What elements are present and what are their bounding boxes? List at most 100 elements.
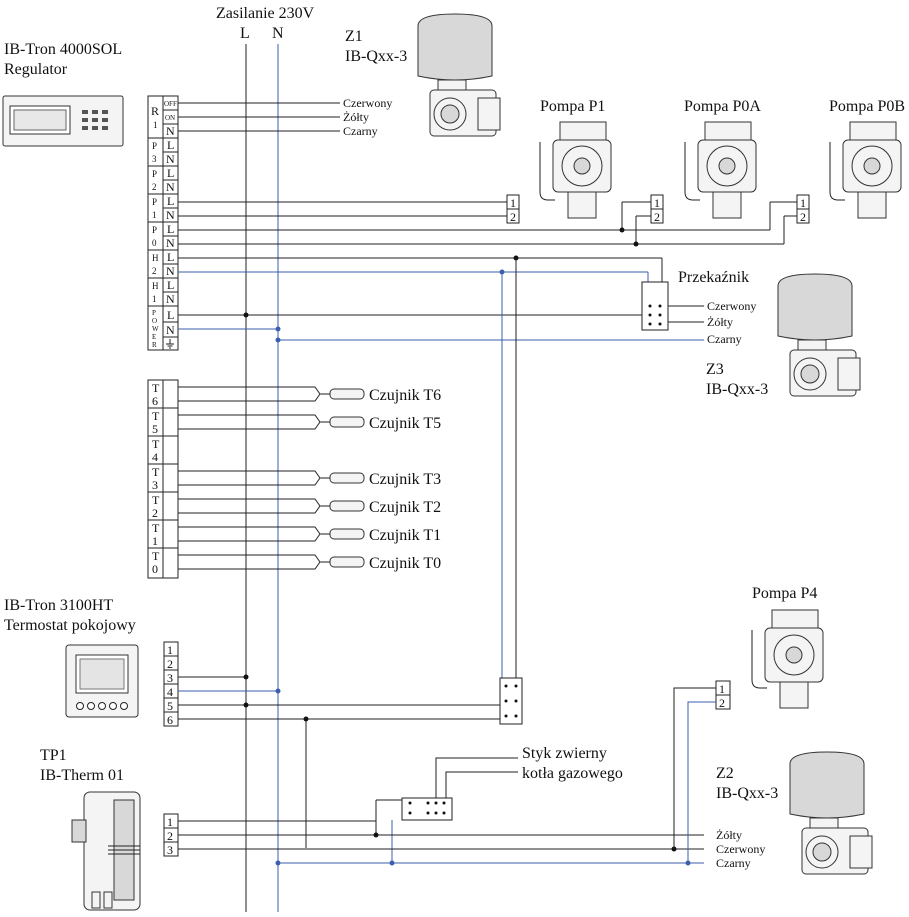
thermostat-name: IB-Tron 3100HT <box>4 597 113 614</box>
term-t6-2: 6 <box>152 394 158 408</box>
pump-p0a-terminals <box>650 194 664 224</box>
thermostat-term-6: 6 <box>167 713 173 727</box>
thermostat-subtitle: Termostat pokojowy <box>4 617 136 634</box>
pin-h2-l: L <box>167 250 174 264</box>
p1-term-1: 1 <box>510 196 516 210</box>
term-p1-1: P <box>152 197 157 207</box>
pin-p2-l: L <box>167 166 174 180</box>
boiler-contact-line1: Styk zwierny <box>522 745 607 762</box>
pin-r-n: N <box>166 124 175 138</box>
z3-wire-black: Czarny <box>707 332 742 346</box>
pin-p3-n: N <box>166 152 175 166</box>
pump-p0a-icon <box>684 121 757 219</box>
relay-label: Przekaźnik <box>678 269 749 286</box>
sensor-t6-label: Czujnik T6 <box>369 387 441 404</box>
thermostat-term-3: 3 <box>167 671 173 685</box>
term-power-2: O <box>152 317 157 325</box>
term-t1-2: 1 <box>152 534 158 548</box>
term-p0-2: 0 <box>152 238 157 248</box>
sensor-t5-icon <box>178 414 365 430</box>
valve-z1-icon <box>417 13 501 137</box>
pump-p4-terminals <box>715 680 731 710</box>
z3-model: IB-Qxx-3 <box>706 381 768 398</box>
pump-p1-icon <box>539 121 612 219</box>
pump-p4-wiring <box>673 687 716 863</box>
boiler-relay-icon <box>401 757 518 821</box>
supply-l-label: L <box>240 25 250 42</box>
p4-term-1: 1 <box>719 682 725 696</box>
pump-p1-terminals <box>506 194 520 224</box>
sensor-t5-label: Czujnik T5 <box>369 415 441 432</box>
tp1-icon <box>71 791 141 911</box>
z2-wire-yellow: Żółty <box>716 828 742 842</box>
z1-model: IB-Qxx-3 <box>345 48 407 65</box>
p4-term-2: 2 <box>719 696 725 710</box>
term-t4-1: T <box>152 437 160 451</box>
regulator-name: IB-Tron 4000SOL <box>4 41 122 58</box>
tp1-term-1: 1 <box>167 815 173 829</box>
term-power-1: P <box>152 309 156 317</box>
pump-p0b-label: Pompa P0B <box>829 98 905 115</box>
term-t3-2: 3 <box>152 478 158 492</box>
thermostat-terminals <box>163 641 179 727</box>
term-t5-2: 5 <box>152 422 158 436</box>
tp1-model: IB-Therm 01 <box>40 767 124 784</box>
pump-p0b-icon <box>829 121 902 219</box>
tp1-name: TP1 <box>40 747 67 764</box>
term-t6-1: T <box>152 381 160 395</box>
p0a-term-1: 1 <box>654 196 660 210</box>
thermostat-term-5: 5 <box>167 699 173 713</box>
term-t4-2: 4 <box>152 450 158 464</box>
z3-wire-red: Czerwony <box>707 299 756 313</box>
z2-wire-red: Czerwony <box>716 842 765 856</box>
ground-icon <box>166 339 174 349</box>
pin-p3-l: L <box>167 138 174 152</box>
term-p2-2: 2 <box>152 182 157 192</box>
term-t5-1: T <box>152 409 160 423</box>
z2-name: Z2 <box>716 765 734 782</box>
term-power-4: E <box>152 333 156 341</box>
term-h1-1: H <box>152 281 159 291</box>
term-h2-1: H <box>152 253 159 263</box>
pump-p1-label: Pompa P1 <box>540 98 605 115</box>
term-p0-1: P <box>152 225 157 235</box>
z3-wire-yellow: Żółty <box>707 315 733 329</box>
term-t1-1: T <box>152 521 160 535</box>
pin-h2-n: N <box>166 264 175 278</box>
term-p1-2: 1 <box>152 210 157 220</box>
relay-icon <box>641 281 669 331</box>
pin-p1-l: L <box>167 194 174 208</box>
sensor-t3-icon <box>178 470 365 486</box>
pump-p4-icon <box>751 609 824 709</box>
z1-wire-red: Czerwony <box>343 96 392 110</box>
supply-title: Zasilanie 230V <box>216 5 315 22</box>
sensor-t0-icon <box>178 554 365 570</box>
sensor-t6-icon <box>178 386 365 402</box>
term-p2-1: P <box>152 169 157 179</box>
tp1-term-3: 3 <box>167 843 173 857</box>
pin-p1-n: N <box>166 208 175 222</box>
thermostat-term-1: 1 <box>167 643 173 657</box>
h2-wiring <box>178 255 663 282</box>
term-t2-2: 2 <box>152 506 158 520</box>
pin-on: ON <box>165 114 175 122</box>
term-power-5: R <box>152 341 157 349</box>
term-t3-1: T <box>152 465 160 479</box>
terminal-strip-sensors <box>147 379 179 579</box>
regulator-subtitle: Regulator <box>4 61 68 78</box>
sensor-t3-label: Czujnik T3 <box>369 471 441 488</box>
term-power-3: W <box>152 325 159 333</box>
p0b-term-1: 1 <box>800 196 806 210</box>
boiler-contact-line2: kotła gazowego <box>522 765 623 782</box>
term-t0-2: 0 <box>152 562 158 576</box>
thermostat-wiring <box>178 674 500 848</box>
valve-z3-icon <box>777 273 861 397</box>
pin-p2-n: N <box>166 180 175 194</box>
pin-power-n: N <box>166 323 175 337</box>
tp1-term-2: 2 <box>167 829 173 843</box>
sensor-t1-label: Czujnik T1 <box>369 527 441 544</box>
term-p3-1: P <box>152 141 157 151</box>
pump-p0a-label: Pompa P0A <box>684 98 761 115</box>
term-h1-2: 1 <box>152 294 157 304</box>
